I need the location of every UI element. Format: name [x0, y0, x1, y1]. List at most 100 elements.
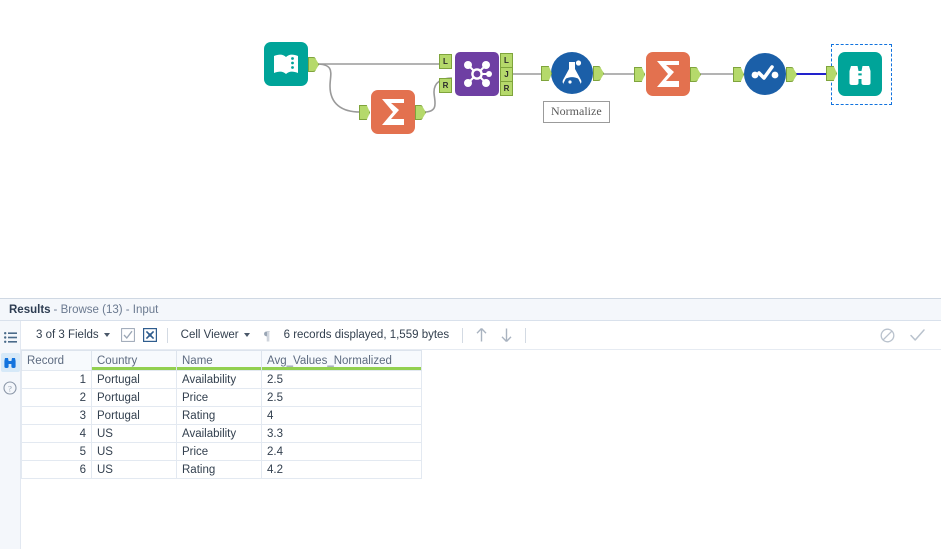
- grid-header-record[interactable]: Record: [21, 350, 92, 371]
- results-grid-container[interactable]: Record Country Name Avg_Values_Normalize…: [21, 350, 941, 549]
- summarize2-output-anchor[interactable]: [690, 67, 701, 82]
- pilcrow-icon: ¶: [264, 328, 270, 342]
- checked-checkbox-icon: [120, 328, 135, 342]
- normalize-tool[interactable]: Normalize: [541, 52, 610, 123]
- select-output-anchor[interactable]: [786, 67, 797, 82]
- join-input-left-anchor[interactable]: L: [439, 54, 452, 69]
- record-status-label: 6 records displayed, 1,559 bytes: [283, 329, 450, 341]
- normalize-output-anchor[interactable]: [593, 66, 604, 81]
- binoculars-icon: [849, 66, 871, 85]
- join-output-join-anchor[interactable]: J: [500, 67, 513, 82]
- arrow-up-icon: [476, 328, 487, 342]
- workflow-canvas[interactable]: L R: [0, 0, 941, 298]
- input-data-output-anchor[interactable]: [308, 57, 319, 72]
- sigma-icon: [657, 61, 679, 87]
- toolbar-separator: [166, 327, 168, 343]
- scroll-up-button[interactable]: [469, 324, 494, 346]
- cell-country: Portugal: [91, 370, 177, 389]
- join-output-left-anchor[interactable]: L: [500, 53, 513, 68]
- join-icon: [455, 52, 499, 96]
- chevron-down-icon: [103, 333, 110, 337]
- summarize-tool-2[interactable]: [634, 52, 701, 96]
- results-sidebar-rail: ?: [0, 321, 21, 549]
- results-browse-view[interactable]: [0, 353, 20, 372]
- filter-errors-button[interactable]: [873, 324, 902, 346]
- summarize-tool-1[interactable]: [359, 90, 426, 134]
- cell-value: 2.5: [261, 388, 422, 407]
- confirm-button[interactable]: [902, 324, 933, 346]
- results-list-view[interactable]: [1, 328, 20, 347]
- browse-icon: [838, 52, 882, 96]
- grid-header-row: Record Country Name Avg_Values_Normalize…: [21, 350, 422, 371]
- cell-name: Availability: [176, 370, 262, 389]
- fields-selector[interactable]: 3 of 3 Fields: [29, 324, 117, 346]
- toolbar-separator-3: [525, 327, 527, 343]
- summarize1-input-anchor[interactable]: [359, 105, 370, 120]
- join-input-right-anchor[interactable]: R: [439, 78, 452, 93]
- browse-tool[interactable]: [826, 52, 882, 96]
- cell-country: US: [91, 460, 177, 479]
- cell-name: Rating: [176, 406, 262, 425]
- toolbar-separator-2: [462, 327, 464, 343]
- grid-header-name[interactable]: Name: [176, 350, 262, 371]
- browse-input-anchor[interactable]: [826, 66, 837, 81]
- normalize-icon: [551, 52, 593, 94]
- list-icon: [3, 332, 17, 343]
- results-help[interactable]: ?: [1, 378, 20, 397]
- cell-country: US: [91, 442, 177, 461]
- workflow-connections: [315, 63, 833, 113]
- join-tool[interactable]: L R: [439, 52, 513, 96]
- results-main-column: 3 of 3 Fields: [21, 321, 941, 549]
- sigma-icon: [382, 99, 404, 125]
- grid-header-country[interactable]: Country: [91, 350, 177, 371]
- normalize-input-anchor[interactable]: [541, 66, 552, 81]
- table-row[interactable]: 5 US Price 2.4: [21, 442, 422, 461]
- cell-name: Rating: [176, 460, 262, 479]
- summarize-icon-1: [371, 90, 415, 134]
- show-whitespace-button[interactable]: ¶: [257, 324, 277, 346]
- cell-value: 3.3: [261, 424, 422, 443]
- results-title-sub: - Browse (13) - Input: [53, 303, 159, 316]
- cell-record: 5: [21, 442, 92, 461]
- cell-record: 4: [21, 424, 92, 443]
- results-body: ? 3 of 3 Fields: [0, 321, 941, 549]
- deselect-all-fields-button[interactable]: [139, 324, 161, 346]
- input-data-icon: [264, 42, 308, 86]
- cell-value: 4.2: [261, 460, 422, 479]
- record-status: 6 records displayed, 1,559 bytes: [277, 324, 457, 346]
- input-data-tool[interactable]: [264, 42, 319, 86]
- cell-name: Price: [176, 388, 262, 407]
- normalize-tool-label: Normalize: [543, 101, 610, 123]
- view-mode-selector[interactable]: Cell Viewer: [174, 324, 257, 346]
- summarize1-output-anchor[interactable]: [415, 105, 426, 120]
- arrow-down-icon: [501, 328, 512, 342]
- view-mode-label: Cell Viewer: [180, 329, 239, 341]
- join-output-right-anchor[interactable]: R: [500, 81, 513, 96]
- table-row[interactable]: 3 Portugal Rating 4: [21, 406, 422, 425]
- table-row[interactable]: 4 US Availability 3.3: [21, 424, 422, 443]
- check-dots-icon: [751, 65, 779, 80]
- table-row[interactable]: 1 Portugal Availability 2.5: [21, 370, 422, 389]
- cell-country: Portugal: [91, 388, 177, 407]
- book-icon: [274, 54, 298, 74]
- table-row[interactable]: 6 US Rating 4.2: [21, 460, 422, 479]
- summarize-icon-2: [646, 52, 690, 96]
- scroll-down-button[interactable]: [494, 324, 519, 346]
- cell-record: 1: [21, 370, 92, 389]
- binoculars-icon: [4, 357, 16, 368]
- cell-name: Price: [176, 442, 262, 461]
- table-row[interactable]: 2 Portugal Price 2.5: [21, 388, 422, 407]
- chevron-down-icon: [243, 333, 250, 337]
- summarize2-input-anchor[interactable]: [634, 67, 645, 82]
- results-panel-title: Results - Browse (13) - Input: [0, 299, 941, 321]
- wire-input-to-summarize1: [315, 63, 369, 113]
- cell-value: 4: [261, 406, 422, 425]
- grid-header-value[interactable]: Avg_Values_Normalized: [261, 350, 422, 371]
- results-panel: Results - Browse (13) - Input: [0, 298, 941, 549]
- select-input-anchor[interactable]: [733, 67, 744, 82]
- results-toolbar: 3 of 3 Fields: [21, 321, 941, 350]
- select-all-fields-button[interactable]: [117, 324, 139, 346]
- svg-text:?: ?: [8, 383, 12, 393]
- select-tool[interactable]: [733, 53, 797, 95]
